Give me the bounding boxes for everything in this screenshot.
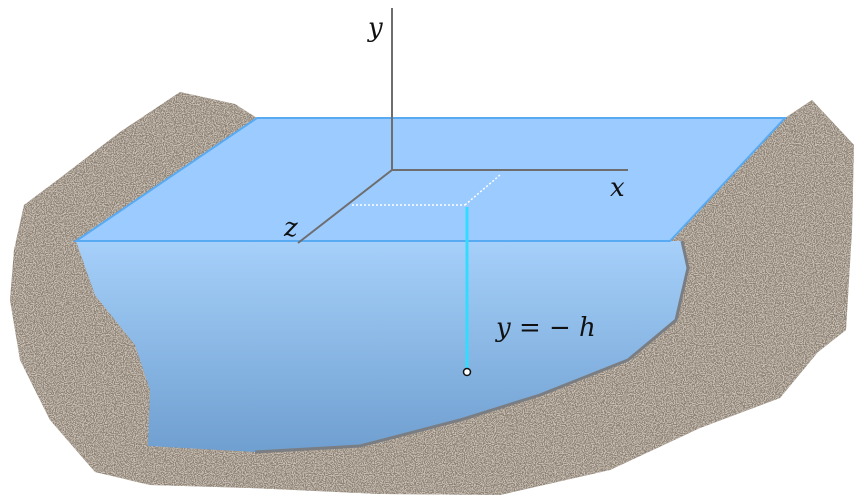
z-axis-line bbox=[297, 169, 393, 244]
y-axis-label: y bbox=[367, 13, 383, 43]
projection-lines bbox=[352, 174, 501, 206]
depth-point bbox=[462, 367, 472, 377]
water-body bbox=[76, 241, 688, 452]
z-axis-label: z bbox=[283, 213, 298, 243]
water-body-edge-shadow bbox=[254, 240, 690, 454]
depth-equation-label: y = − h bbox=[495, 313, 596, 343]
water-surface bbox=[72, 117, 788, 242]
x-axis-label: x bbox=[610, 173, 625, 203]
axes bbox=[297, 8, 628, 244]
